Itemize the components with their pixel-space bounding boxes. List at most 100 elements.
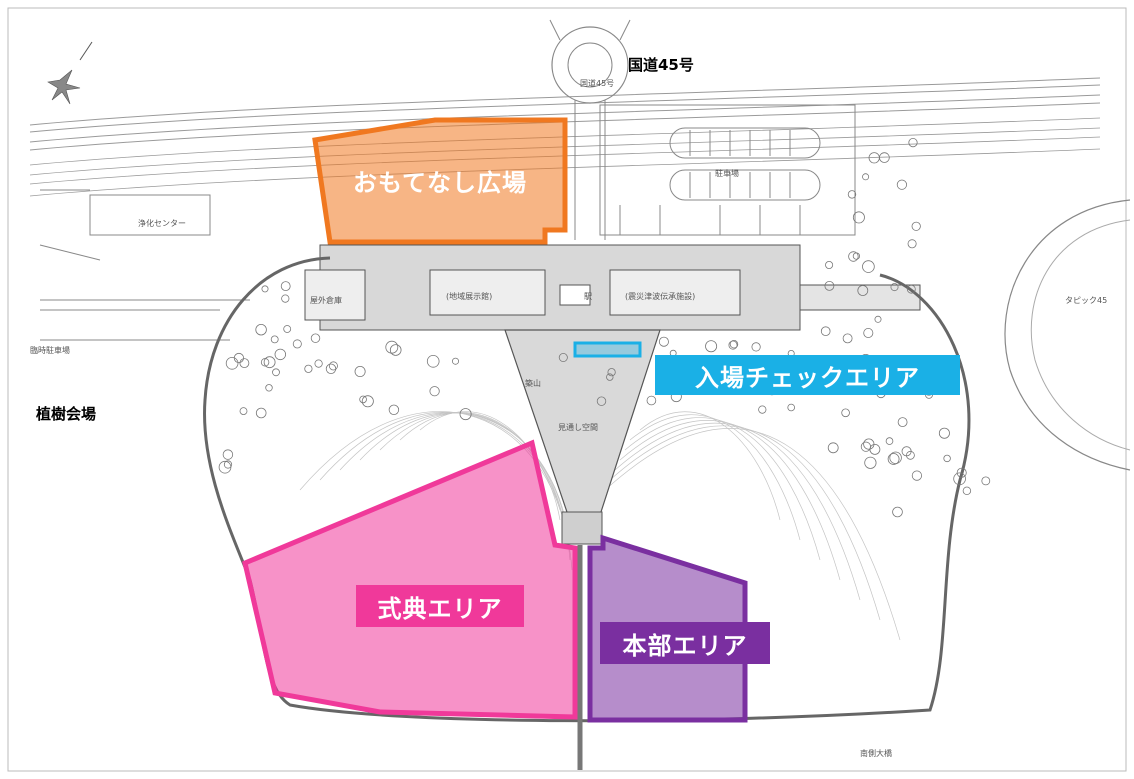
parking-lot: [599, 104, 856, 236]
tree-icon: [897, 417, 908, 428]
tree-icon: [314, 359, 323, 368]
tree-icon: [255, 407, 267, 419]
tree-icon: [862, 260, 875, 273]
tree-icon: [874, 315, 882, 323]
tree-icon: [260, 358, 270, 367]
tree-icon: [885, 437, 894, 445]
tree-icon: [863, 438, 875, 450]
station-label: 駅: [584, 292, 592, 301]
south-label: 南側大橋: [860, 749, 892, 758]
tree-icon: [906, 284, 916, 294]
tree-icon: [953, 472, 966, 486]
tree-icon: [658, 336, 669, 347]
compass-icon: [47, 41, 93, 105]
tree-icon: [429, 386, 440, 397]
zone-entrance-marker: [573, 341, 642, 358]
headquarters-zone-label: 本部エリア: [600, 622, 770, 664]
tree-icon: [863, 327, 874, 338]
tree-icon: [848, 251, 859, 262]
tree-icon: [607, 368, 616, 377]
tree-icon: [860, 441, 872, 452]
tree-icon: [361, 395, 374, 408]
tree-icon: [890, 283, 899, 292]
tree-icon: [310, 333, 321, 343]
tree-icon: [304, 364, 313, 373]
tree-icon: [847, 190, 857, 199]
tree-icon: [962, 486, 972, 495]
tree-icon: [451, 357, 459, 365]
tree-icon: [705, 340, 718, 353]
tree-icon: [758, 405, 767, 414]
tree-icon: [459, 408, 472, 421]
route-small-label: 国道45号: [580, 79, 615, 88]
planting-venue-label: 植樹会場: [36, 405, 97, 423]
view-label: 見通し空間: [558, 423, 598, 432]
main-building: [304, 244, 921, 331]
tree-icon: [906, 450, 915, 460]
entrance-check-zone-text: 入場チェックエリア: [695, 363, 920, 392]
tree-icon: [281, 294, 290, 303]
left-facility-label: 浄化センター: [138, 219, 186, 228]
tree-icon: [842, 333, 853, 344]
left-building: [39, 189, 250, 341]
temp-parking-label: 臨時駐車場: [30, 346, 70, 355]
tree-icon: [239, 407, 248, 416]
building-left-label: (地域展示館): [446, 292, 493, 301]
tree-icon: [911, 221, 921, 231]
venue-boundary: [203, 256, 971, 723]
tree-icon: [852, 252, 861, 260]
tree-icon: [328, 361, 338, 371]
tree-icon: [274, 348, 287, 361]
tree-icon: [938, 427, 950, 439]
tree-icon: [261, 285, 269, 293]
ceremony-zone-label: 式典エリア: [356, 585, 524, 627]
headquarters-zone-text: 本部エリア: [622, 631, 748, 660]
entrance-check-zone-label: 入場チェックエリア: [655, 355, 960, 395]
tree-icon: [426, 354, 440, 368]
tree-icon: [908, 138, 918, 148]
tree-icon: [879, 152, 890, 163]
tree-icon: [325, 363, 337, 375]
tree-icon: [558, 352, 568, 362]
tree-icon: [359, 395, 367, 404]
tree-icon: [596, 396, 607, 406]
tree-icon: [787, 403, 795, 412]
tree-icon: [907, 239, 917, 249]
tree-icon: [889, 451, 902, 465]
tree-icon: [283, 325, 292, 333]
tree-icon: [233, 352, 244, 364]
tree-icon: [255, 324, 267, 336]
tree-icon: [857, 285, 869, 296]
tree-icon: [956, 467, 967, 478]
tree-icon: [646, 395, 657, 406]
tree-icon: [222, 449, 234, 460]
building-right-label: (震災津波伝承施設): [625, 292, 696, 301]
tree-icon: [728, 340, 738, 350]
ceremony-zone-text: 式典エリア: [377, 594, 503, 623]
tree-icon: [827, 442, 839, 454]
tree-icon: [864, 456, 877, 469]
tree-icon: [263, 356, 276, 369]
tree-icon: [943, 454, 951, 463]
tree-icon: [280, 281, 291, 292]
tree-icon: [239, 358, 250, 369]
zone-hospitality: [312, 117, 568, 245]
tree-icon: [911, 470, 923, 481]
contours: [299, 411, 901, 641]
tree-icon: [225, 356, 239, 370]
tree-icon: [887, 453, 900, 465]
parking-label: 駐車場: [715, 169, 739, 178]
zone-ceremony-area: [242, 439, 578, 720]
tree-icon: [862, 173, 870, 181]
tree-icon: [825, 260, 834, 269]
roundabout: [549, 19, 631, 240]
warehouse-label: 屋外倉庫: [310, 296, 342, 305]
tree-icon: [852, 211, 865, 224]
tree-icon: [751, 342, 761, 352]
hospitality-zone-label: おもてなし広場: [334, 155, 546, 205]
tree-icon: [265, 384, 273, 392]
tree-icon: [606, 373, 614, 381]
tree-icon: [981, 476, 991, 486]
hill-label: 築山: [525, 379, 541, 388]
